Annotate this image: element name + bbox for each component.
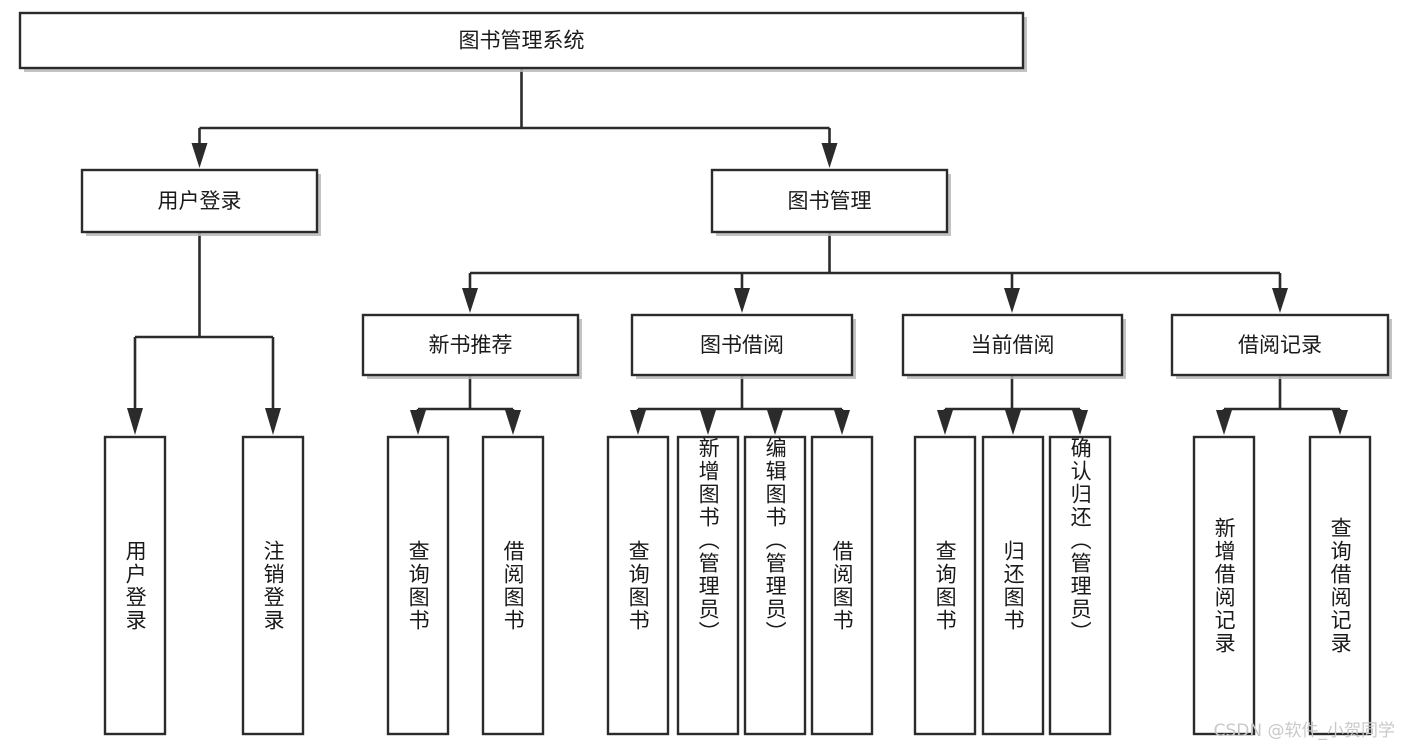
node-user-login[interactable]: 用户登录 [80,168,321,236]
node-book-management-label: 图书管理 [788,189,872,213]
arrow-head-leaf-borrow-book [834,410,850,435]
connector-group-book-management [462,232,1288,313]
node-borrow-record-box[interactable] [1170,313,1390,377]
node-book-borrow-box[interactable] [630,313,854,377]
node-user-login-box[interactable] [80,168,319,234]
arrow-head-leaf-user-login [127,408,143,435]
node-new-book-recommend[interactable]: 新书推荐 [361,313,582,379]
connector-group-user-login [127,232,281,435]
connector-group-new-book-recommend [410,375,521,435]
arrow-head-book-management [821,143,838,168]
leaf-query-book-recommend-box[interactable] [386,435,450,736]
arrow-head-leaf-edit-book-admin [767,410,783,435]
node-book-management-box[interactable] [710,168,949,234]
leaf-confirm-return-admin-box[interactable] [1048,435,1112,736]
node-user-login-label: 用户登录 [158,189,242,213]
arrow-head-leaf-query-book-recommend [410,410,426,435]
leaf-add-book-admin-box[interactable] [676,435,740,736]
arrow-head-leaf-query-borrow-record [1332,410,1348,435]
arrow-head-current-borrow [1004,288,1020,313]
node-new-book-recommend-label: 新书推荐 [429,333,513,357]
leaf-query-book-borrow-box[interactable] [606,435,670,736]
node-book-management[interactable]: 图书管理 [710,168,951,236]
leaf-borrow-book-box[interactable] [810,435,874,736]
arrow-head-leaf-query-book-current [937,410,953,435]
arrow-head-leaf-borrow-book-recommend [505,410,521,435]
arrow-head-leaf-add-borrow-record [1216,410,1232,435]
leaf-query-book-current-box[interactable] [913,435,977,736]
arrow-head-new-book-recommend [462,288,478,313]
leaf-edit-book-admin-box[interactable] [743,435,807,736]
leaf-borrow-book-recommend-box[interactable] [481,435,545,736]
connector-group-borrow-record [1216,375,1348,435]
arrow-head-leaf-return-book [1005,410,1021,435]
leaf-add-borrow-record-box[interactable] [1192,435,1256,736]
leaf-boxes-group [103,435,1372,736]
connector-group-root [191,68,838,168]
arrow-head-leaf-confirm-return-admin [1072,410,1088,435]
node-current-borrow-label: 当前借阅 [971,333,1055,357]
connector-group-current-borrow [937,375,1088,435]
node-root-box[interactable] [18,11,1025,70]
node-root-label: 图书管理系统 [459,29,585,53]
arrow-head-book-borrow [734,288,750,313]
node-new-book-recommend-box[interactable] [361,313,580,377]
arrow-head-leaf-query-book-borrow [630,410,646,435]
leaf-user-logout-box[interactable] [241,435,305,736]
node-borrow-record[interactable]: 借阅记录 [1170,313,1392,379]
node-current-borrow-box[interactable] [901,313,1124,377]
node-book-borrow-label: 图书借阅 [700,333,784,357]
arrow-head-leaf-user-logout [265,408,281,435]
arrow-head-user-login [191,143,208,168]
node-current-borrow[interactable]: 当前借阅 [901,313,1126,379]
connector-group-book-borrow [630,375,850,435]
node-borrow-record-label: 借阅记录 [1238,333,1322,357]
node-root[interactable]: 图书管理系统 [18,11,1027,72]
leaf-user-login-box[interactable] [103,435,167,736]
leaf-query-borrow-record-box[interactable] [1308,435,1372,736]
node-book-borrow[interactable]: 图书借阅 [630,313,856,379]
arrow-head-borrow-record [1272,288,1288,313]
leaf-return-book-box[interactable] [981,435,1045,736]
arrow-head-leaf-add-book-admin [700,410,716,435]
